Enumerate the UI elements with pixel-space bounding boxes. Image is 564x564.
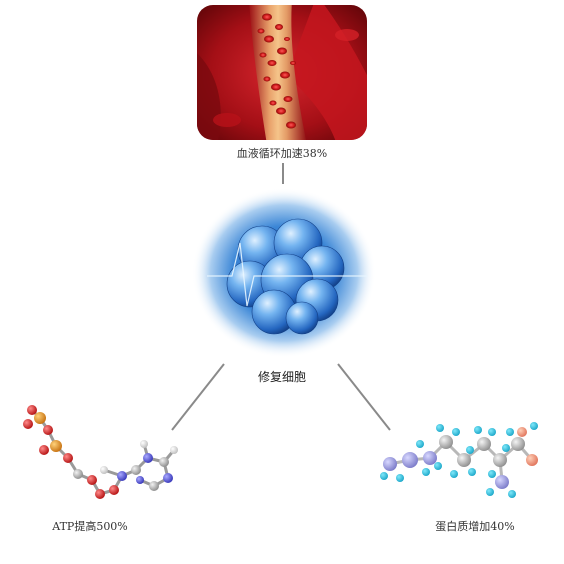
blood-vessel-image — [197, 5, 367, 140]
cell-sphere — [192, 188, 377, 358]
connector-left — [171, 363, 225, 431]
cell-cluster-icon — [192, 188, 376, 358]
right-label: 蛋白质增加40% — [435, 520, 515, 533]
left-label: ATP提高500% — [52, 520, 128, 533]
protein-molecule-image — [376, 420, 544, 505]
center-label: 修复细胞 — [257, 370, 306, 384]
top-label: 血液循环加速38% — [236, 147, 328, 160]
blood-vessel-icon — [197, 5, 367, 140]
protein-molecule-icon — [380, 422, 538, 498]
atp-molecule-icon — [23, 405, 178, 499]
atp-molecule-image — [18, 396, 188, 506]
connector-right — [337, 363, 391, 431]
